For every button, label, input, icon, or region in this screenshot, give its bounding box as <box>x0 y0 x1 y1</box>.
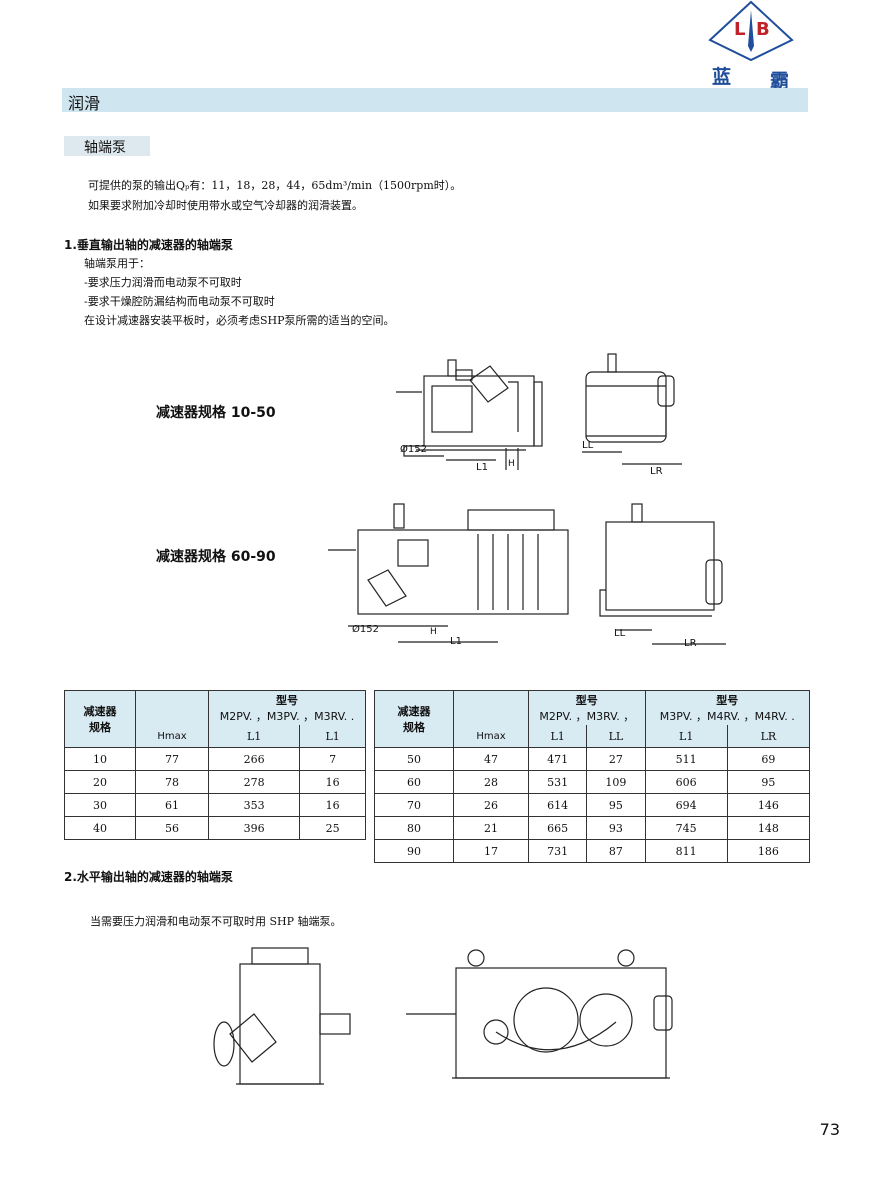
gearbox-horizontal-side-drawing <box>213 947 351 1085</box>
dim-H-2: H <box>430 627 437 637</box>
gearbox-large-side-drawing: Ø152 L1 H <box>328 503 569 647</box>
svg-text:B: B <box>756 19 770 40</box>
dim-d152-1: Ø152 <box>400 443 427 455</box>
subsection-header: 轴端泵 <box>64 136 150 156</box>
section-title: 润滑 <box>68 94 101 113</box>
part1-line-4: 在设计减速器安装平板时，必须考虑SHP泵所需的适当的空间。 <box>84 314 395 327</box>
dim-LL-1: LL <box>582 440 594 451</box>
dim-LR-2: LR <box>684 638 697 649</box>
part2-heading: 2.水平输出轴的减速器的轴端泵 <box>64 870 233 884</box>
part1-heading: 1.垂直输出轴的减速器的轴端泵 <box>64 238 233 252</box>
intro-line-2: 如果要求附加冷却时使用带水或空气冷却器的润滑装置。 <box>88 199 363 212</box>
intro-line-1: 可提供的泵的输出Qₚ有：11，18，28，44，65dm³/min（1500rp… <box>88 179 462 192</box>
brand-name-right: 霸 <box>770 70 790 92</box>
part2-text: 当需要压力润滑和电动泵不可取时用 SHP 轴端泵。 <box>90 915 342 928</box>
table-left-header-size: 减速器 规格 <box>64 690 136 748</box>
gearbox-small-front-drawing: LL LR <box>582 353 682 477</box>
brand-name-left: 蓝 <box>712 66 732 88</box>
gearbox-large-front-drawing: LL LR <box>599 503 726 649</box>
part1-line-1: 轴端泵用于： <box>84 257 150 270</box>
svg-text:L: L <box>734 19 745 40</box>
dim-L1-1: L1 <box>476 462 488 473</box>
table-left: 减速器 规格 型号 M2PV. ，M3PV. ，M3RV. . Hmax L1 … <box>64 690 366 840</box>
part1-line-2: -要求压力润滑而电动泵不可取时 <box>84 276 242 289</box>
gearbox-horizontal-front-drawing <box>406 949 673 1079</box>
size-label-10-50: 减速器规格 10-50 <box>156 405 276 421</box>
part1-line-3: -要求干燥腔防漏结构而电动泵不可取时 <box>84 295 275 308</box>
size-label-60-90: 减速器规格 60-90 <box>156 549 276 565</box>
table-right-header-L1b: L1 <box>644 725 728 748</box>
subsection-title: 轴端泵 <box>84 140 126 156</box>
table-right-header-model-2: 型号 M3PV. ，M4RV. ，M4RV. . <box>644 690 810 725</box>
brand-logo: L B 蓝 霸 <box>706 0 796 92</box>
table-right-header-model-1: 型号 M2PV. ，M3RV. ， <box>528 690 646 725</box>
dim-H-1: H <box>508 459 515 469</box>
table-left-header-L1b: L1 <box>299 725 366 748</box>
dim-d152-2: Ø152 <box>352 623 379 635</box>
page-number: 73 <box>819 1120 840 1139</box>
table-left-header-blank <box>135 690 209 725</box>
table-left-header-model: 型号 M2PV. ，M3PV. ，M3RV. . <box>208 690 366 725</box>
table-right-header-blank <box>453 690 529 725</box>
table-right-header-size: 减速器 规格 <box>374 690 454 748</box>
table-right: 减速器 规格 型号 M2PV. ，M3RV. ， 型号 M3PV. ，M4RV.… <box>374 690 810 863</box>
dim-LR-1: LR <box>650 466 663 477</box>
table-right-header-L1: L1 <box>527 725 587 748</box>
table-right-header-LR: LR <box>726 725 810 748</box>
table-left-header-hmax: Hmax <box>135 725 209 748</box>
table-right-header-LL: LL <box>586 725 646 748</box>
gearbox-small-side-drawing: Ø152 L1 H <box>396 359 543 473</box>
table-left-header-L1a: L1 <box>207 725 300 748</box>
dim-LL-2: LL <box>614 628 626 639</box>
dim-L1-2: L1 <box>450 636 462 647</box>
section-header: 润滑 <box>62 88 808 113</box>
table-right-header-hmax: Hmax <box>453 725 529 748</box>
